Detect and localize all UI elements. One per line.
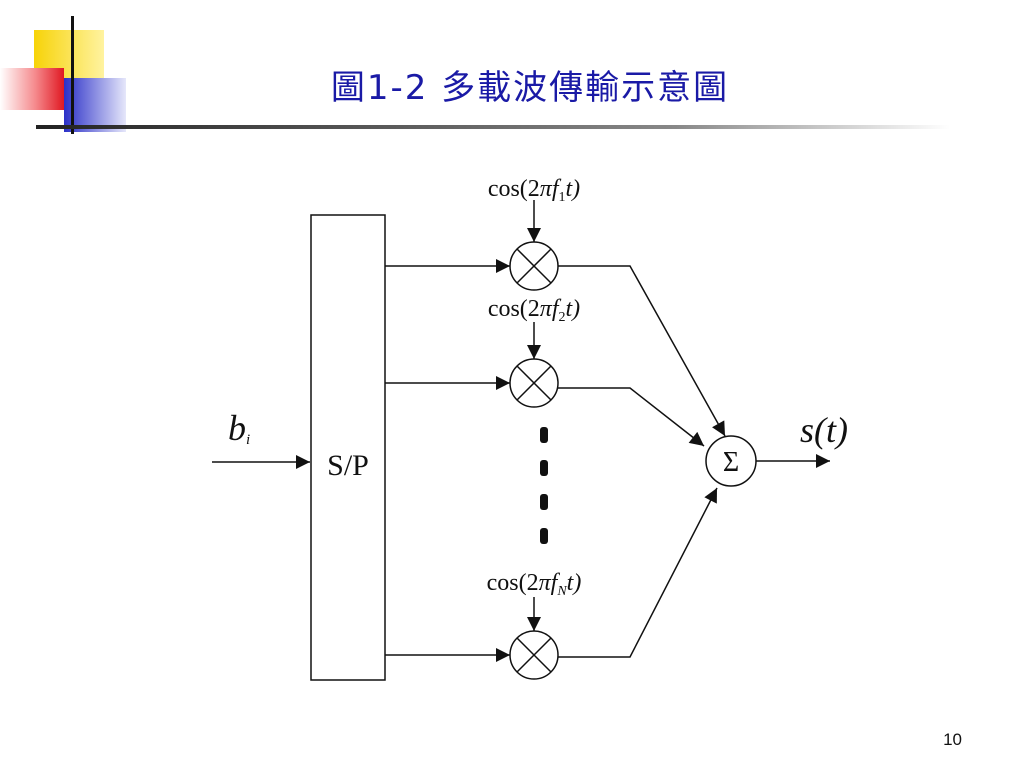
summer-symbol: Σ <box>723 447 739 478</box>
deco-blue-square <box>64 78 126 132</box>
ellipsis-dots <box>540 427 548 544</box>
mixer-1 <box>509 241 559 291</box>
output-label: s(t) <box>800 410 848 450</box>
deco-vertical-line <box>71 16 74 134</box>
page-number: 10 <box>943 730 962 749</box>
input-label: bi <box>228 408 250 448</box>
summer-node: Σ <box>705 435 757 487</box>
carrier-label-2: cos(2πf2t) <box>488 296 580 325</box>
carrier-label-1: cos(2πf1t) <box>488 176 580 205</box>
mixer-2-to-sum <box>558 387 705 447</box>
slide-title: 圖1-2 多載波傳輸示意圖 <box>330 68 730 108</box>
slide-decoration <box>0 16 950 134</box>
sp-block <box>310 214 386 681</box>
mixer-n-to-sum <box>558 487 718 658</box>
deco-red-square <box>0 68 64 110</box>
mixer-2 <box>509 358 559 408</box>
mixer-1-to-sum <box>558 265 726 437</box>
sp-block-label: S/P <box>327 449 369 482</box>
title-underline <box>36 125 950 129</box>
carrier-label-n: cos(2πfNt) <box>487 570 582 599</box>
mixer-n <box>509 630 559 680</box>
